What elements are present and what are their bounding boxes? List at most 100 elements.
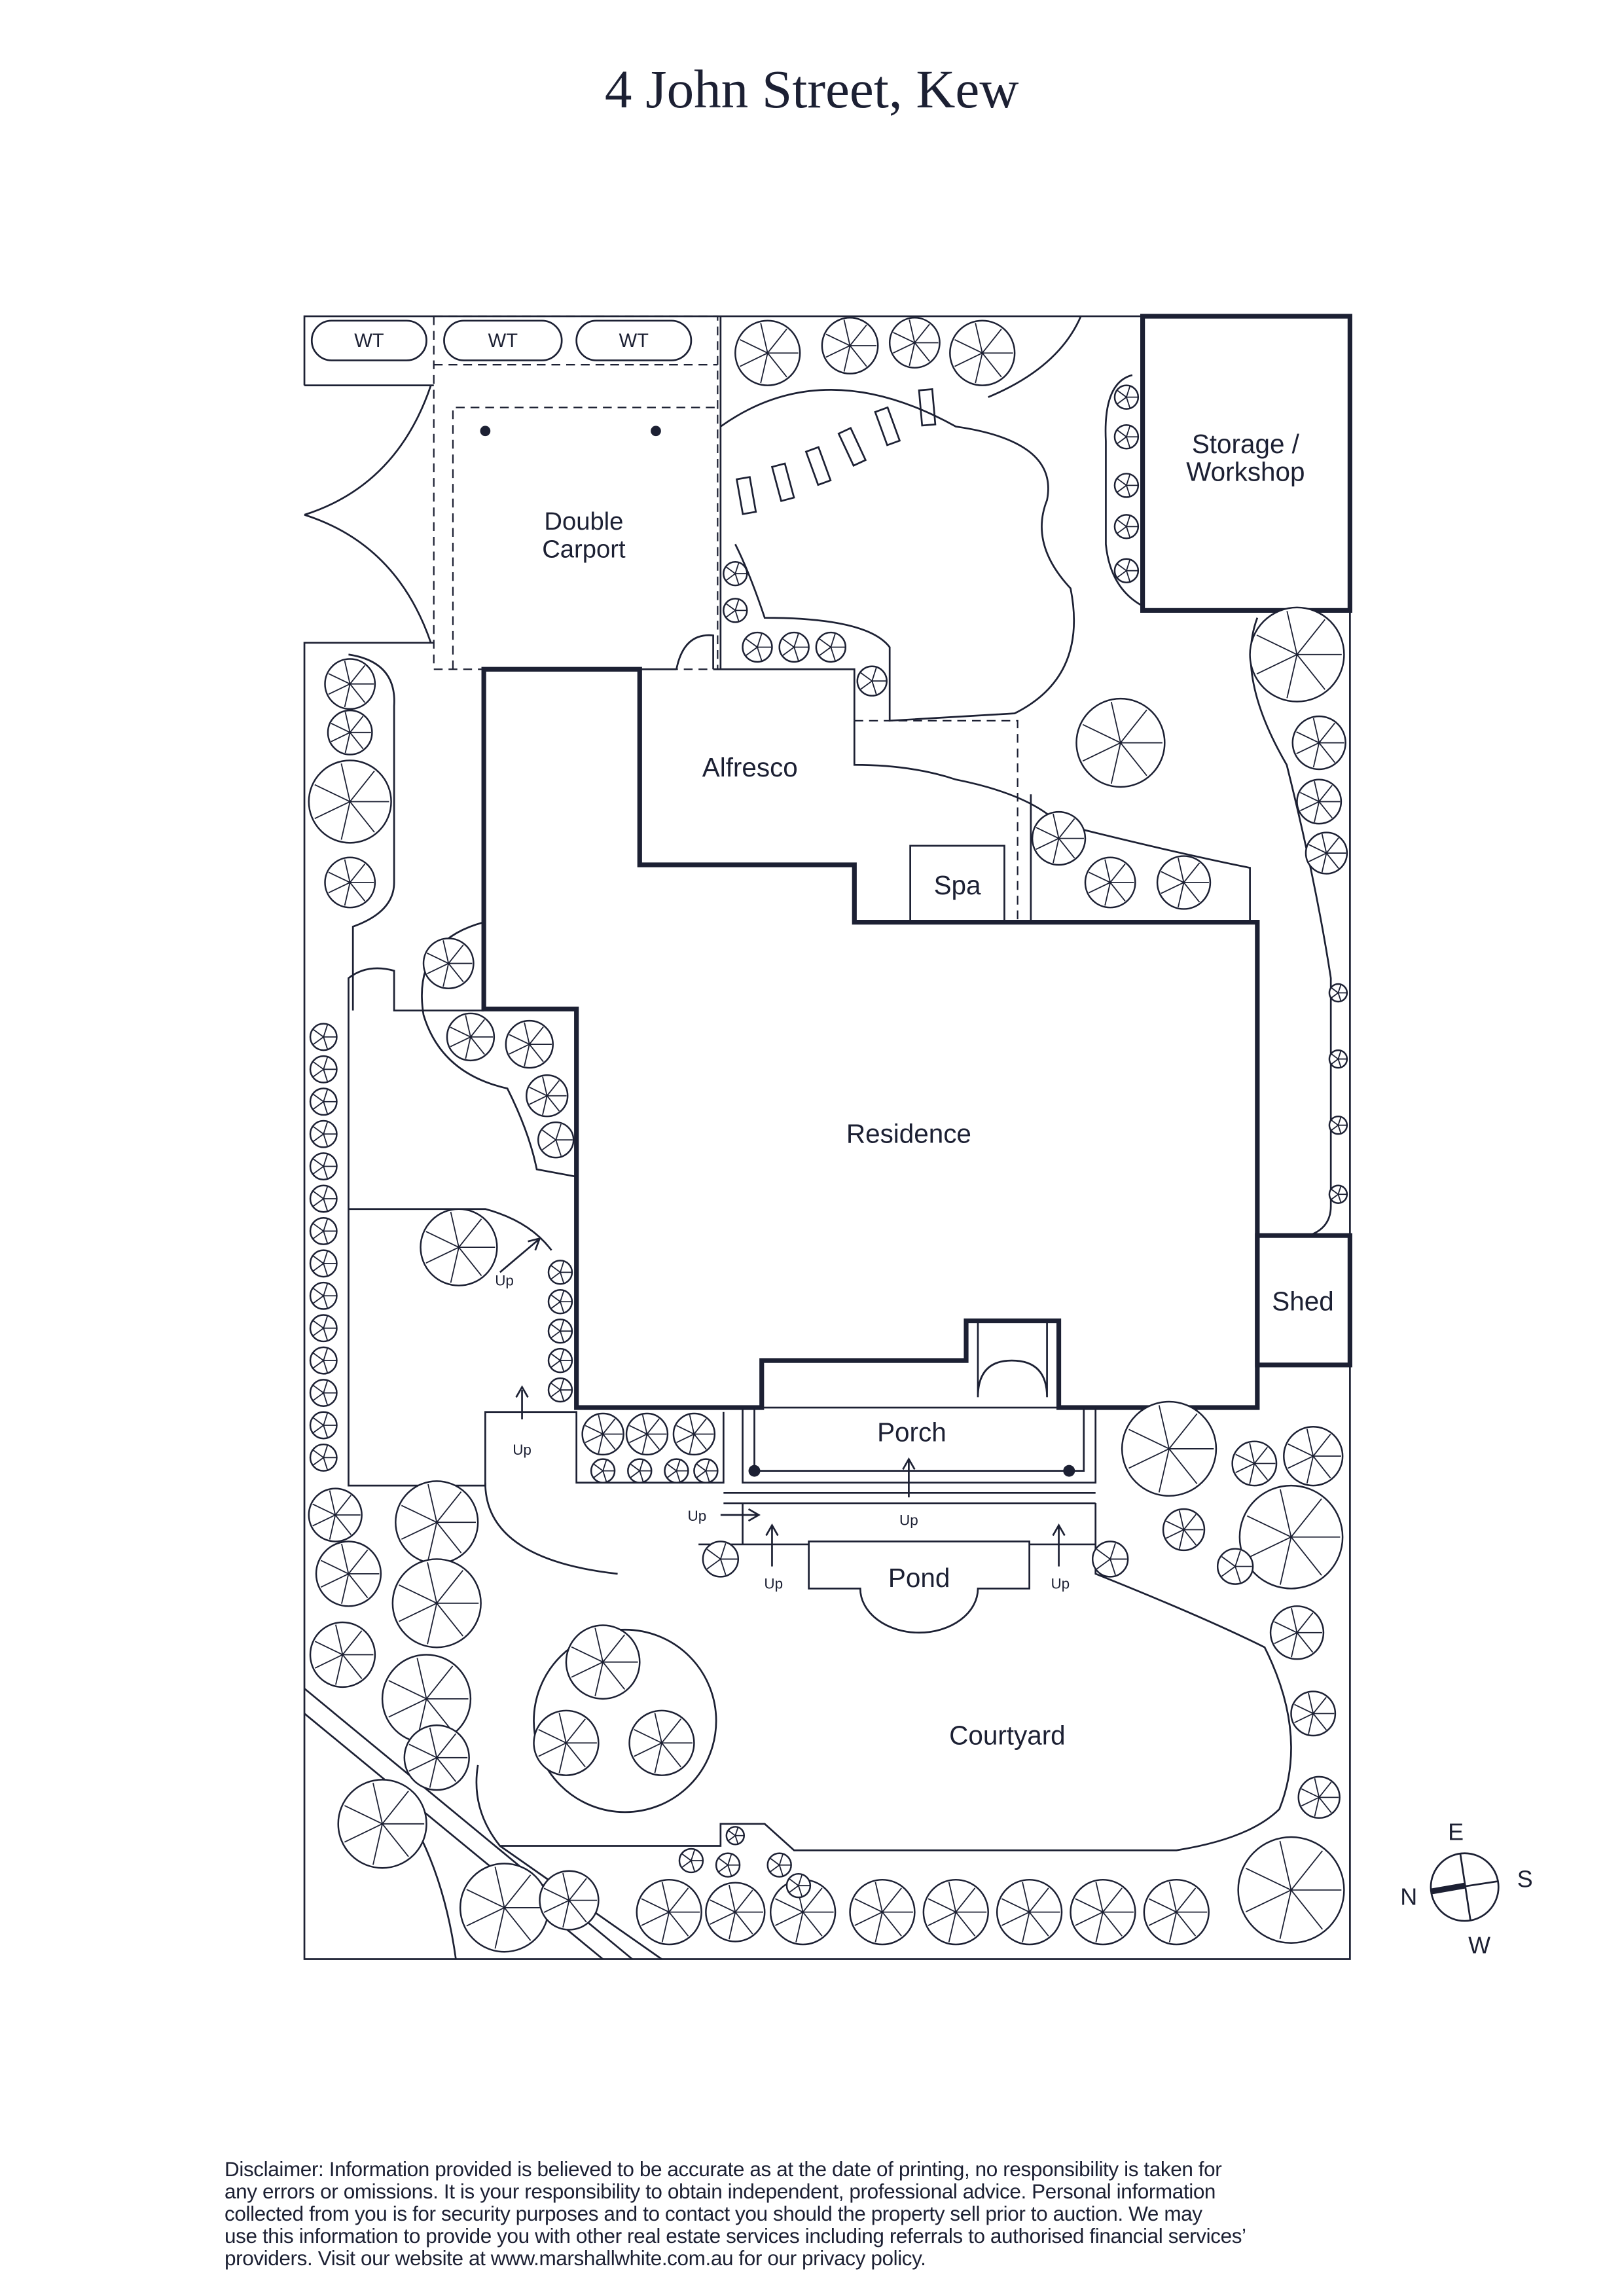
tree-icon xyxy=(636,1878,702,1946)
tree-icon xyxy=(422,938,475,989)
tree-icon xyxy=(309,1281,338,1310)
tree-icon xyxy=(537,1121,575,1159)
tree-icon xyxy=(324,856,376,909)
tree-icon xyxy=(949,319,1016,386)
tree-icon xyxy=(309,1314,338,1343)
tree-icon xyxy=(403,1724,470,1791)
tree-icon xyxy=(309,1346,338,1375)
step-arrows: Up Up Up Up Up Up xyxy=(495,1237,1070,1592)
carport-label: Double xyxy=(544,507,623,536)
tree-icon xyxy=(309,1087,338,1116)
tree-icon xyxy=(1121,1400,1217,1497)
tree-icon xyxy=(1113,473,1140,498)
tree-icon xyxy=(1283,1425,1344,1487)
storage-workshop: Storage / Workshop xyxy=(1140,314,1352,613)
tree-icon xyxy=(308,759,392,844)
disclaimer: Disclaimer: Information provided is beli… xyxy=(225,2158,1416,2269)
tree-icon xyxy=(1231,1440,1278,1487)
tree-icon xyxy=(395,1480,479,1565)
tree-icon xyxy=(547,1347,573,1374)
tree-icon xyxy=(309,1120,338,1148)
tree-icon xyxy=(678,1848,704,1874)
water-tank-label: WT xyxy=(619,331,649,352)
tree-icon xyxy=(1328,1115,1348,1135)
tree-icon xyxy=(459,1863,550,1953)
tree-icon xyxy=(337,1779,427,1869)
tree-icon xyxy=(309,1184,338,1213)
tree-icon xyxy=(533,1709,600,1776)
tree-icon xyxy=(778,631,810,663)
compass-n: N xyxy=(1400,1883,1417,1910)
compass: E S N W xyxy=(1400,1819,1532,1959)
tree-icon xyxy=(1113,384,1140,410)
compass-s: S xyxy=(1517,1865,1533,1892)
tree-icon xyxy=(446,1012,496,1062)
tree-icon xyxy=(672,1412,716,1456)
carport-label: Carport xyxy=(542,535,626,563)
page-title: 4 John Street, Kew xyxy=(605,59,1018,119)
tree-icon xyxy=(547,1377,573,1403)
shed-label: Shed xyxy=(1272,1286,1333,1317)
disclaimer-line: collected from you is for security purpo… xyxy=(225,2202,1202,2225)
up-label: Up xyxy=(495,1273,514,1289)
tree-icon xyxy=(1156,855,1212,910)
tree-icon xyxy=(309,1023,338,1051)
tree-icon xyxy=(1162,1508,1206,1552)
garden-outlines xyxy=(348,316,1332,1851)
tree-icon xyxy=(1291,715,1346,771)
tree-icon xyxy=(625,1412,669,1456)
up-label: Up xyxy=(764,1575,783,1592)
tree-icon xyxy=(628,1709,695,1776)
site-boundary xyxy=(303,315,1351,1960)
spa: Spa xyxy=(909,845,1005,923)
tree-icon xyxy=(1143,1878,1210,1946)
tree-icon xyxy=(1113,558,1140,583)
residence-label: Residence xyxy=(846,1119,971,1149)
tree-icon xyxy=(1238,1484,1344,1590)
alfresco-label: Alfresco xyxy=(702,752,798,782)
tree-icon xyxy=(742,631,773,663)
up-label: Up xyxy=(513,1442,532,1458)
disclaimer-line: providers. Visit our website at www.mars… xyxy=(225,2246,926,2270)
up-label: Up xyxy=(688,1508,707,1524)
tree-icon xyxy=(1084,856,1136,909)
tree-icon xyxy=(723,560,748,587)
double-carport: Double Carport xyxy=(433,315,719,670)
residence: Residence Alfresco xyxy=(481,666,1260,1410)
tree-icon xyxy=(888,317,941,369)
tree-icon xyxy=(821,317,879,374)
tree-icon xyxy=(766,1852,792,1878)
tree-icon xyxy=(1328,983,1348,1003)
tree-icon xyxy=(505,1019,554,1069)
tree-icon xyxy=(539,1870,600,1931)
tree-icon xyxy=(702,1540,740,1578)
tree-icon xyxy=(1091,1540,1129,1578)
disclaimer-line: use this information to provide you with… xyxy=(225,2224,1246,2248)
tree-icon xyxy=(1216,1548,1254,1585)
tree-icon xyxy=(922,1878,989,1946)
tree-icon xyxy=(1070,1878,1136,1946)
tree-icon xyxy=(693,1458,719,1484)
water-tank-label: WT xyxy=(354,331,384,352)
tree-icon xyxy=(725,1826,746,1846)
tree-icon xyxy=(526,1074,569,1118)
tree-icon xyxy=(785,1872,812,1899)
trees xyxy=(308,317,1348,1953)
courtyard-label: Courtyard xyxy=(949,1720,1065,1750)
spa-label: Spa xyxy=(934,870,981,900)
pond: Pond xyxy=(808,1540,1030,1634)
tree-icon xyxy=(309,1055,338,1084)
pond-label: Pond xyxy=(888,1563,950,1593)
stepping-stones xyxy=(735,388,937,515)
tree-icon xyxy=(1297,1776,1341,1819)
tree-icon xyxy=(1269,1605,1325,1660)
up-label: Up xyxy=(1051,1575,1070,1592)
tree-icon xyxy=(309,1152,338,1181)
tree-icon xyxy=(1296,778,1343,825)
porch: Porch xyxy=(742,1406,1097,1484)
tree-icon xyxy=(734,319,801,386)
tree-icon xyxy=(324,658,376,710)
tree-icon xyxy=(309,1443,338,1472)
tree-icon xyxy=(664,1458,689,1484)
